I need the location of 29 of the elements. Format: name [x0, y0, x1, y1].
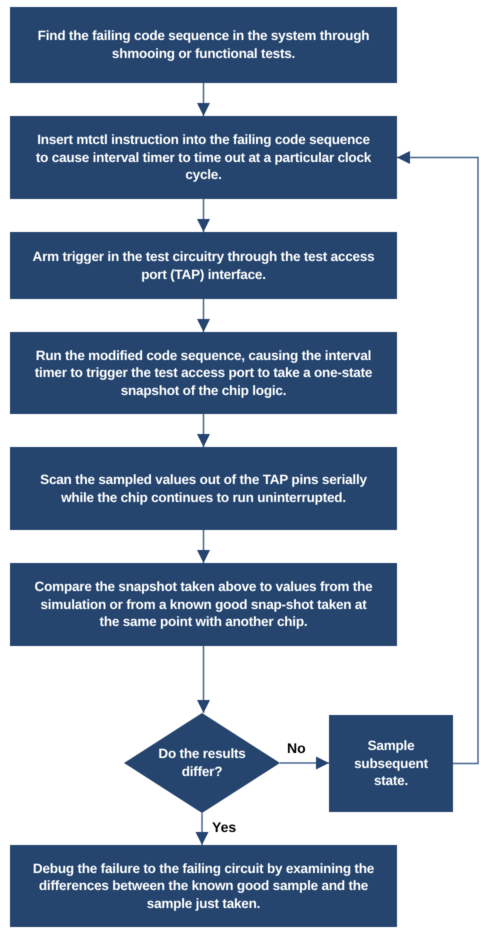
- arrow: [197, 299, 210, 332]
- process-box: [10, 116, 397, 199]
- step-text: Do the results differ?: [158, 745, 246, 781]
- step-text: Sample subsequent state.: [353, 737, 429, 790]
- arrow: [197, 199, 210, 232]
- step-text: Compare the snapshot taken above to values from the simulation or from a known good snap-shot taken at the same point with another chip.: [34, 578, 374, 631]
- process-box: [10, 7, 397, 83]
- step-text: Arm trigger in the test circuitry through the test access port (TAP) interface.: [32, 248, 375, 284]
- process-box: [10, 563, 397, 646]
- step-text: Debug the failure to the failing circuit by examining the differences between the known good sample and the sample just taken.: [32, 860, 375, 912]
- step-text: Run the modified code sequence, causing the interval timer to trigger the test access port to take a one-state snapshot of the chip logic.: [34, 346, 374, 400]
- process-box: [329, 715, 453, 812]
- step-text: Scan the sampled values out of the TAP pins serially while the chip continues to run uninterrupted.: [39, 470, 368, 506]
- step-text: Insert mtctl instruction into the failing code sequence to cause interval timer to time out at a particular clock cycle.: [34, 131, 372, 184]
- arrow: [197, 530, 210, 563]
- process-box: [10, 332, 397, 414]
- arrow: [397, 151, 479, 764]
- process-box: [10, 845, 397, 927]
- process-box: [10, 232, 397, 299]
- step-text: Find the failing code sequence in the system through shmooing or functional tests.: [36, 27, 370, 63]
- arrow: [197, 414, 210, 447]
- arrow: [197, 83, 210, 116]
- process-box: [10, 447, 397, 530]
- edge-label: Yes: [211, 820, 238, 836]
- arrow: [280, 756, 329, 770]
- arrow: [197, 646, 210, 713]
- edge-label: No: [286, 741, 307, 756]
- arrow: [196, 813, 208, 845]
- decision-diamond: [124, 713, 280, 813]
